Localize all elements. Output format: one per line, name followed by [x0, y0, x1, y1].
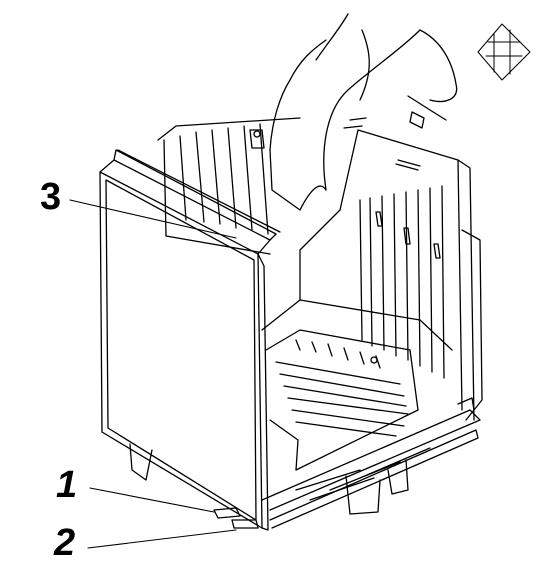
firebox-floor: [261, 299, 453, 471]
front-door-frame: [99, 149, 281, 531]
outlet-duct: [269, 13, 458, 211]
right-side-wall: [339, 117, 483, 421]
leader-line-1: [89, 487, 215, 513]
callout-1: 1: [56, 464, 78, 506]
leader-line-3: [69, 199, 237, 239]
callout-3: 3: [40, 176, 62, 218]
base-rails: [129, 397, 481, 529]
leader-line-2: [87, 529, 237, 549]
crosshatch-diamond-logo-icon: [477, 23, 531, 81]
callout-2: 2: [54, 522, 76, 564]
front-lugs: [213, 507, 259, 529]
leader-lines: [69, 199, 237, 549]
back-wall: [157, 117, 341, 301]
